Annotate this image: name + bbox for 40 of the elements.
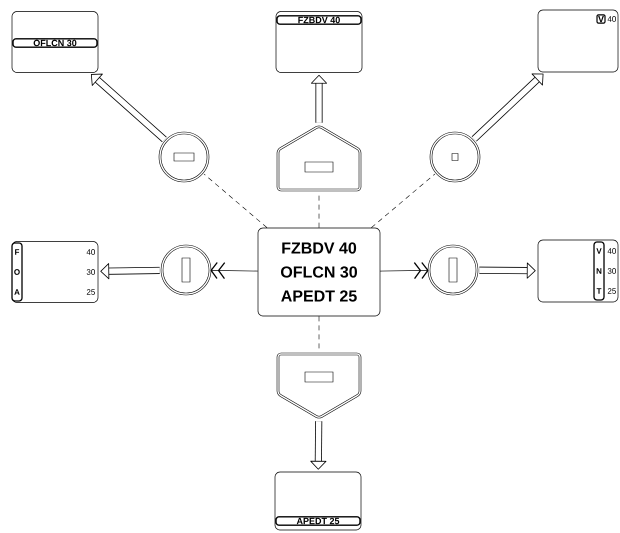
chart-text: A bbox=[14, 289, 20, 295]
chart-text: N bbox=[596, 268, 602, 274]
eye-chart-card bbox=[11, 241, 98, 303]
chart-text: 40 bbox=[86, 249, 95, 255]
chart-text: 25 bbox=[608, 288, 616, 294]
arrow bbox=[210, 262, 258, 279]
hollow-arrow bbox=[90, 74, 167, 142]
chart-text: O bbox=[14, 269, 20, 275]
chart-text: 40 bbox=[608, 16, 616, 22]
chart-text: 30 bbox=[608, 268, 616, 274]
eye-chart-card bbox=[274, 472, 362, 530]
occluder-disc bbox=[158, 132, 210, 182]
eye-chart-card bbox=[258, 228, 380, 316]
arrow bbox=[380, 262, 429, 279]
chart-text: FZBDV 40 bbox=[282, 242, 356, 254]
occluder-disc bbox=[160, 244, 212, 296]
occluder-disc bbox=[430, 132, 480, 182]
eye-chart-card bbox=[276, 11, 362, 73]
chart-text: 25 bbox=[86, 289, 95, 295]
hollow-arrow bbox=[472, 74, 544, 142]
eye-chart-card bbox=[538, 240, 618, 302]
hollow-arrow bbox=[310, 421, 326, 470]
chart-text: APEDT 25 bbox=[281, 290, 357, 302]
occluder-plate bbox=[276, 352, 362, 418]
occluder-plate bbox=[276, 126, 362, 192]
hollow-arrow bbox=[479, 262, 536, 279]
hollow-arrow bbox=[310, 74, 328, 123]
chart-text: F bbox=[15, 249, 20, 255]
occluder-disc bbox=[428, 244, 478, 296]
eye-chart-card bbox=[538, 10, 618, 72]
chart-text: 40 bbox=[608, 248, 616, 254]
hollow-arrow bbox=[100, 263, 160, 280]
chart-text: T bbox=[596, 288, 602, 294]
chart-text: OFLCN 30 bbox=[281, 266, 357, 278]
dashed-line bbox=[371, 174, 436, 228]
chart-text: 30 bbox=[86, 269, 95, 275]
chart-text: V bbox=[596, 248, 602, 254]
dashed-line bbox=[204, 174, 268, 228]
eye-chart-card bbox=[12, 11, 98, 73]
chart-letter: V bbox=[596, 14, 606, 24]
